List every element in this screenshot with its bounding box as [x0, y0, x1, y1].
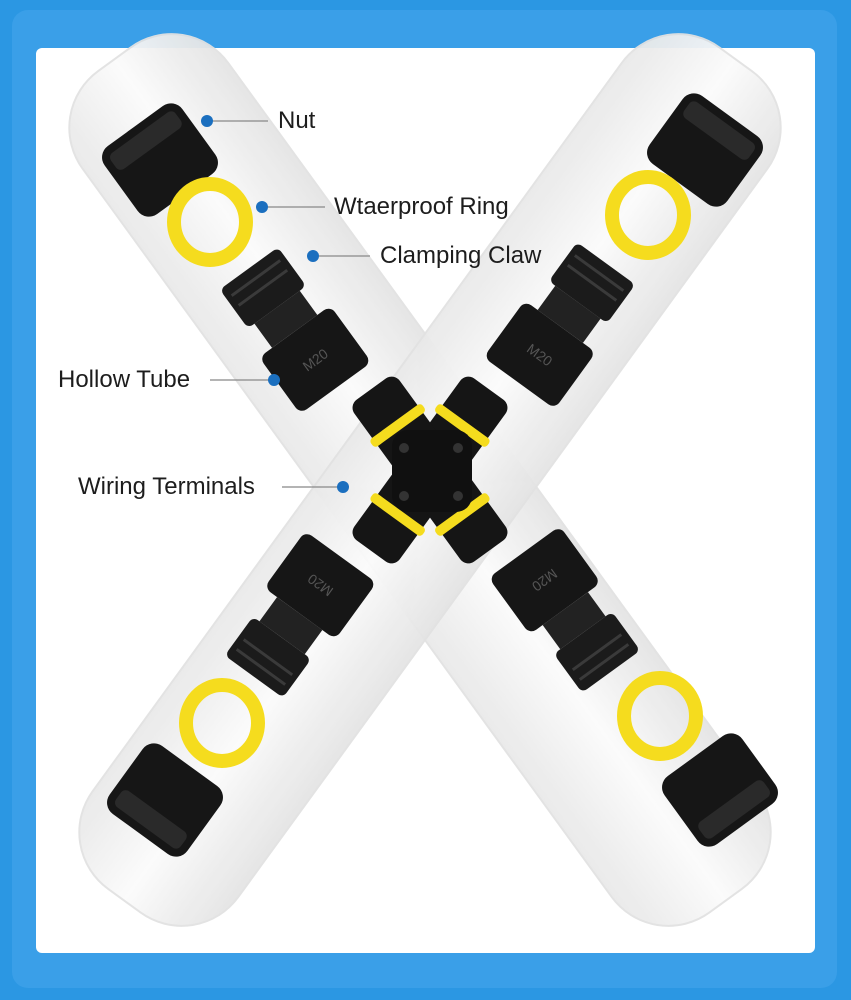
label-waterproof-ring: Wtaerproof Ring	[334, 193, 509, 220]
label-hollow-tube: Hollow Tube	[58, 366, 191, 393]
tube-lower-right: M20	[491, 529, 638, 691]
leader-terminals	[282, 481, 349, 493]
nut-top-right	[647, 93, 763, 207]
label-clamping-claw: Clamping Claw	[380, 242, 542, 269]
tube-upper-left: M20	[222, 249, 369, 411]
nut-bottom-right	[662, 733, 778, 847]
tube-upper-right: M20	[486, 244, 633, 406]
label-wiring-terminals: Wiring Terminals	[78, 473, 255, 500]
ring-bottom-right	[617, 671, 703, 761]
leader-ring	[256, 201, 325, 213]
ring-bottom-left	[179, 678, 265, 768]
wiring-terminal-hub	[352, 376, 508, 564]
tube-lower-left: M20	[227, 534, 374, 696]
leader-nut	[201, 115, 268, 127]
leader-claw	[307, 250, 370, 262]
ring-top-left	[167, 177, 253, 267]
label-nut: Nut	[278, 107, 316, 134]
nut-bottom-left	[107, 743, 223, 857]
leader-tube	[210, 374, 280, 386]
ring-top-right	[605, 170, 691, 260]
